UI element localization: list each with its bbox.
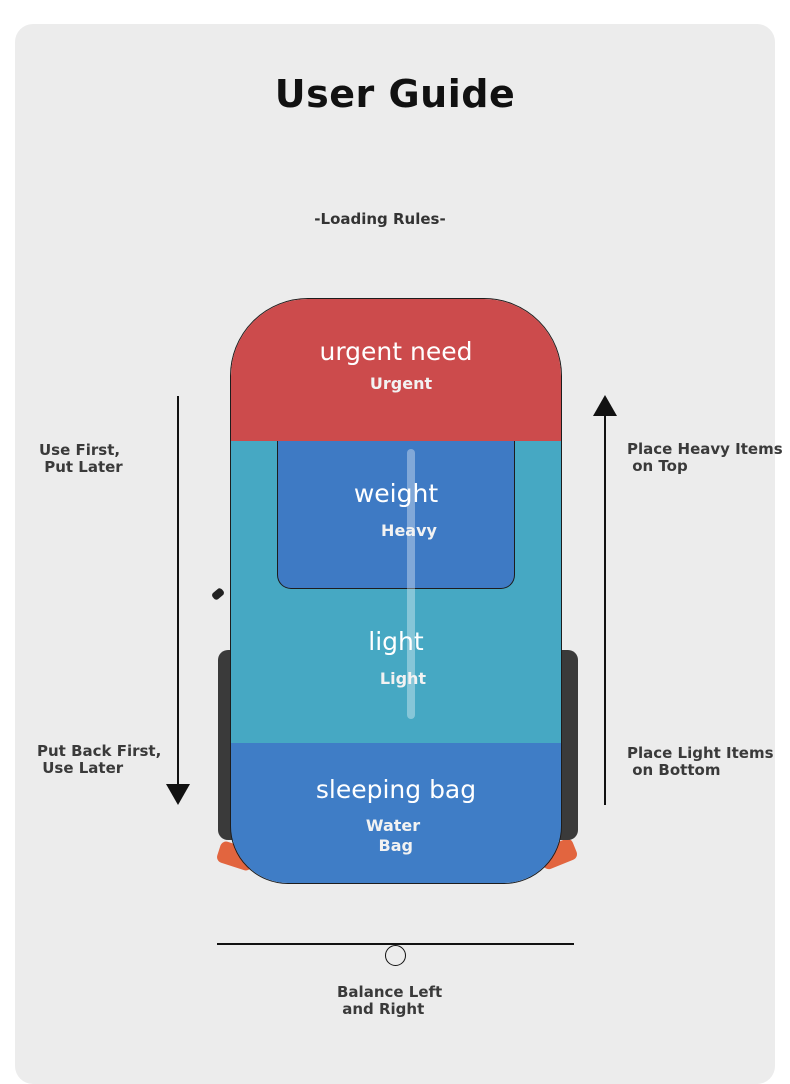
heavy-zone [277,441,515,589]
light-zone-title: light [368,627,424,656]
urgent-zone-sub: Urgent [369,374,433,393]
front-zipper [407,449,415,719]
arrow-down-icon [166,784,190,805]
put-back-first-label: Put Back First, Use Later [37,742,162,777]
light-zone-sub: Light [379,669,427,688]
left-buckle [210,587,226,601]
heavy-zone-sub: Heavy [381,521,437,540]
balance-line [217,943,574,945]
heavy-on-top-label: Place Heavy Items on Top [627,440,783,475]
bottom-zone-sub: Water Bag [365,816,421,855]
right-arrow-line [604,415,606,805]
left-arrow-line [177,396,179,784]
backpack-body: urgent need Urgent weight Heavy light Li… [230,298,562,884]
heavy-zone-title: weight [353,479,439,508]
light-on-bottom-label: Place Light Items on Bottom [627,744,774,779]
balance-label: Balance Left and Right [337,983,443,1018]
urgent-zone [231,299,561,442]
arrow-up-icon [593,395,617,416]
use-first-label: Use First, Put Later [39,441,123,476]
backpack-diagram: urgent need Urgent weight Heavy light Li… [210,290,590,890]
bottom-zone [231,743,561,883]
loading-rules-subtitle: -Loading Rules- [314,210,446,228]
page-title: User Guide [274,72,516,116]
balance-circle-icon [385,945,406,966]
bottom-zone-title: sleeping bag [315,775,477,804]
urgent-zone-title: urgent need [319,337,473,366]
